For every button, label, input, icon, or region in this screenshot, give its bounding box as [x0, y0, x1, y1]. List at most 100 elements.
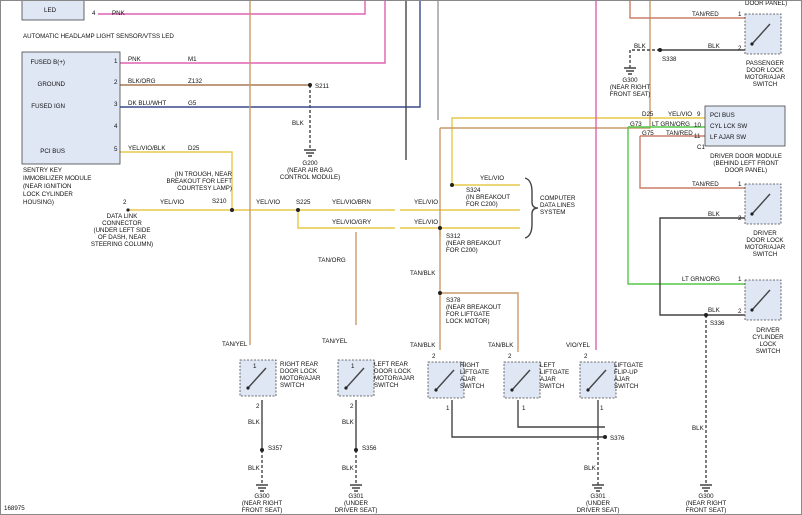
- svg-text:G200: G200: [302, 160, 318, 167]
- blk-driver-label: BLK: [708, 211, 721, 218]
- svg-text:LOCK CYLINDER: LOCK CYLINDER: [23, 191, 73, 198]
- pin5-circuit: D25: [188, 145, 200, 152]
- svg-text:MOTOR/AJAR: MOTOR/AJAR: [280, 375, 321, 382]
- svg-text:DRIVER: DRIVER: [753, 230, 777, 237]
- dc-pin1: 1: [738, 276, 742, 283]
- svg-text:FLIP-UP: FLIP-UP: [614, 369, 638, 376]
- ddm-ltgrnorg: LT GRN/ORG: [652, 121, 690, 128]
- ddm-pin10: 10: [694, 122, 701, 129]
- lr-pin2: 2: [350, 403, 354, 410]
- svg-text:DRIVER SEAT): DRIVER SEAT): [577, 507, 620, 514]
- blk-rr-1: BLK: [248, 419, 261, 426]
- llg-pin2: 2: [508, 353, 512, 360]
- svg-text:DOOR LOCK: DOOR LOCK: [746, 237, 784, 244]
- yelviobrn: YEL/VIO/BRN: [332, 199, 371, 206]
- ddm-line-1: PCI BUS: [710, 112, 735, 119]
- ddm-d25: D25: [642, 111, 654, 118]
- svg-text:COMPUTER: COMPUTER: [540, 195, 576, 202]
- svg-text:AJAR: AJAR: [460, 376, 476, 383]
- svg-text:MOTOR/AJAR: MOTOR/AJAR: [745, 244, 786, 251]
- svg-text:(UNDER: (UNDER: [586, 500, 611, 507]
- svg-text:SWITCH: SWITCH: [460, 383, 484, 390]
- driver-cyl-caption: DRIVER CYLINDER LOCK SWITCH: [752, 327, 784, 355]
- sentry-key-module: [21, 51, 121, 165]
- blk-llg: [517, 400, 605, 428]
- yelvio-r1: YEL/VIO: [414, 199, 438, 206]
- passenger-switch: [744, 13, 782, 55]
- yelvio-to-ddm: [451, 117, 705, 185]
- tanblk-label-1: TAN/BLK: [410, 270, 436, 277]
- dl-pin1: 1: [738, 181, 742, 188]
- svg-text:DOOR LOCK: DOOR LOCK: [280, 368, 318, 375]
- driver-door-module-box: [704, 105, 786, 147]
- svg-text:G300: G300: [622, 77, 638, 84]
- svg-text:FOR C200): FOR C200): [446, 247, 478, 254]
- pin5-name: PCI BUS: [40, 148, 65, 155]
- s312-label: S312: [446, 233, 461, 240]
- right-lg-switch: [427, 361, 465, 399]
- g300-br-label: G300 (NEAR RIGHT FRONT SEAT): [686, 493, 727, 514]
- s336-dot: [704, 313, 708, 317]
- headlamp-pin: 4: [92, 10, 96, 17]
- svg-text:AJAR: AJAR: [540, 376, 556, 383]
- svg-text:(NEAR IGNITION: (NEAR IGNITION: [23, 183, 71, 190]
- s312-note: (NEAR BREAKOUT FOR C200): [446, 240, 501, 254]
- svg-text:(NEAR RIGHT: (NEAR RIGHT: [242, 500, 282, 507]
- svg-text:DRIVER: DRIVER: [756, 327, 780, 334]
- tanorg-label: TAN/ORG: [318, 257, 346, 264]
- g300-top-label: G300 (NEAR RIGHT FRONT SEAT): [610, 77, 651, 98]
- blk-br-label: BLK: [692, 425, 705, 432]
- tanred-driver: [639, 136, 745, 189]
- tanblk-to-left-lg: [440, 292, 519, 352]
- ddm-line-3: LF AJAR SW: [710, 134, 746, 141]
- tanyel-label: TAN/YEL: [222, 341, 248, 348]
- headlamp-caption: AUTOMATIC HEADLAMP LIGHT SENSOR/VTSS LED: [23, 33, 174, 40]
- pnk-wire-top: [98, 0, 366, 15]
- left-rear-switch: [337, 359, 375, 397]
- svg-text:LOCK MOTOR): LOCK MOTOR): [446, 318, 490, 325]
- s378-label: S378: [446, 297, 461, 304]
- s378-note: (NEAR BREAKOUT FOR LIFTGATE LOCK MOTOR): [446, 304, 501, 325]
- svg-text:LEFT: LEFT: [540, 362, 555, 369]
- yelvio-r3: YEL/VIO: [480, 175, 504, 182]
- pnk-wire-m1: [120, 0, 386, 64]
- svg-text:CYLINDER: CYLINDER: [752, 334, 784, 341]
- ltgrnorg-label: LT GRN/ORG: [682, 276, 720, 283]
- led-label: LED: [44, 7, 57, 14]
- dlc-pin: 2: [123, 199, 127, 206]
- svg-text:SWITCH: SWITCH: [374, 382, 398, 389]
- svg-text:(NEAR RIGHT: (NEAR RIGHT: [610, 84, 650, 91]
- svg-text:FRONT SEAT): FRONT SEAT): [686, 507, 727, 514]
- figure-id: 168975: [4, 505, 25, 512]
- yelviogry-wire: [297, 210, 395, 229]
- driver-lock-switch: [744, 183, 782, 225]
- svg-text:COURTESY LAMP): COURTESY LAMP): [177, 185, 232, 192]
- svg-text:LIFTGATE: LIFTGATE: [460, 369, 489, 376]
- svg-text:RIGHT REAR: RIGHT REAR: [280, 361, 319, 368]
- s324-note: (IN BREAKOUT FOR C200): [466, 194, 510, 208]
- g200-label: G200 (NEAR AIR BAG CONTROL MODULE): [280, 160, 340, 181]
- yelvio-mid: YEL/VIO: [256, 199, 280, 206]
- rr-pin1: 1: [253, 363, 257, 370]
- tanyel-label-2: TAN/YEL: [322, 338, 348, 345]
- svg-text:(NEAR BREAKOUT: (NEAR BREAKOUT: [446, 240, 501, 247]
- ddm-yelvio: YEL/VIO: [668, 111, 692, 118]
- svg-text:DRIVER SEAT): DRIVER SEAT): [335, 507, 378, 514]
- svg-text:IMMOBILIZER MODULE: IMMOBILIZER MODULE: [23, 175, 91, 182]
- svg-text:(NEAR RIGHT: (NEAR RIGHT: [686, 500, 726, 507]
- svg-text:(UNDER LEFT SIDE: (UNDER LEFT SIDE: [94, 227, 151, 234]
- svg-text:SWITCH: SWITCH: [614, 383, 638, 390]
- ground-symbols: [256, 67, 712, 492]
- s210-label: S210: [212, 198, 227, 205]
- driver-cyl-switch: [744, 279, 782, 321]
- dc-pin2: 2: [738, 308, 742, 315]
- g200-blk: BLK: [292, 120, 305, 127]
- rr-pin2: 2: [256, 403, 260, 410]
- svg-text:CONTROL MODULE): CONTROL MODULE): [280, 174, 340, 181]
- tan-wire-upper: [440, 0, 651, 129]
- yelvio-r2: YEL/VIO: [414, 219, 438, 226]
- ltgrnorg-wire: [627, 127, 745, 285]
- svg-text:STEERING COLUMN): STEERING COLUMN): [91, 241, 153, 248]
- svg-text:DOOR PANEL): DOOR PANEL): [725, 167, 767, 174]
